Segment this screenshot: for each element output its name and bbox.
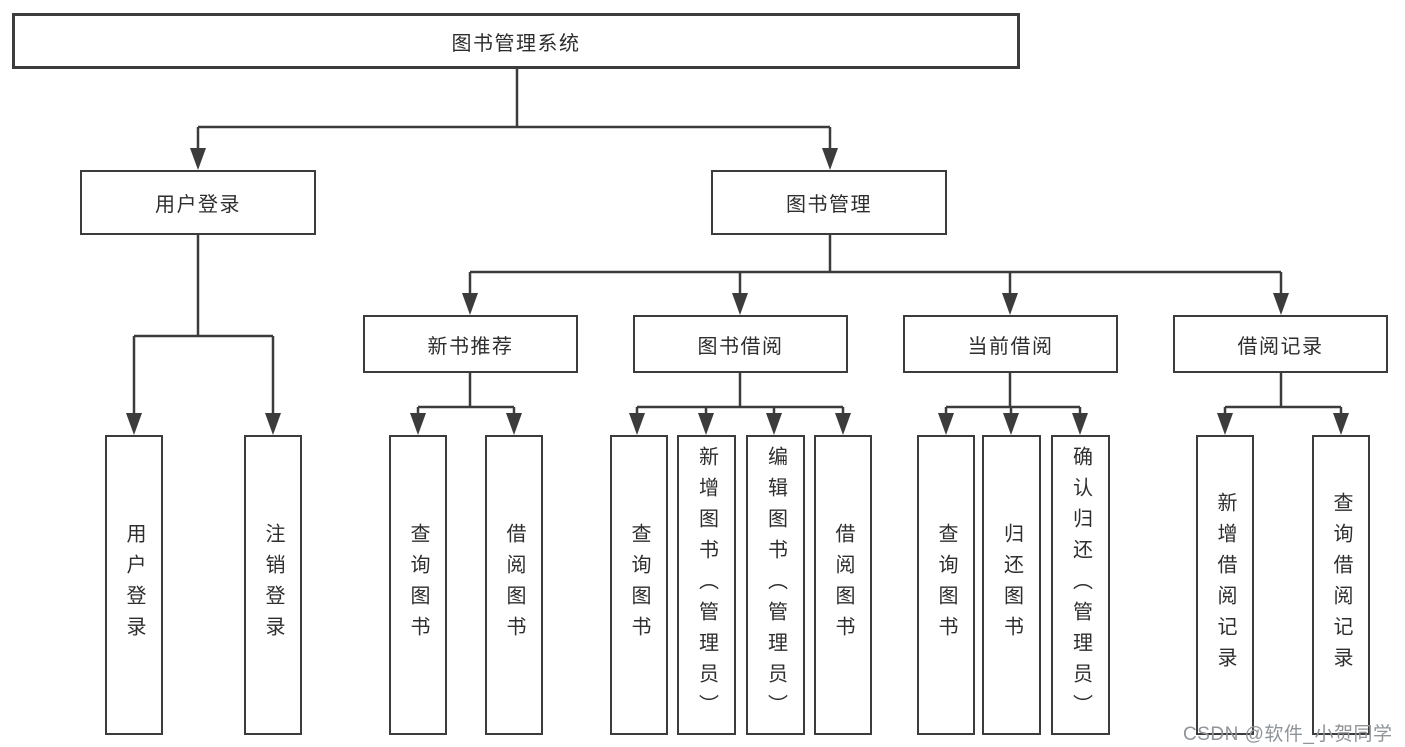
- node-label: 图书管理: [786, 194, 872, 216]
- node-borrow-records: 借阅记录: [1173, 315, 1388, 373]
- node-label: 当前借阅: [967, 335, 1054, 358]
- node-label: 用户登录: [155, 194, 241, 216]
- leaf-add-borrow-record: 新增借阅记录: [1196, 435, 1254, 735]
- node-label: 新增借阅记录: [1214, 492, 1236, 678]
- leaf-edit-books-admin: 编辑图书（管理员）: [746, 435, 805, 735]
- tree-edges: [132, 69, 1343, 421]
- leaf-query-books-borrow: 查询图书: [610, 435, 668, 735]
- node-label: 查询图书: [935, 523, 957, 647]
- leaf-confirm-return-admin: 确认归还（管理员）: [1051, 435, 1110, 735]
- leaf-borrow-books-recommend: 借阅图书: [485, 435, 543, 735]
- node-label: 借阅记录: [1237, 335, 1324, 358]
- node-label: 图书借阅: [697, 335, 784, 358]
- leaf-query-books-recommend: 查询图书: [389, 435, 447, 735]
- leaf-add-books-admin: 新增图书（管理员）: [677, 435, 736, 735]
- arrowheads: [126, 148, 1349, 435]
- node-label: 编辑图书（管理员）: [764, 445, 787, 725]
- node-label: 借阅图书: [503, 523, 525, 647]
- node-user-login: 用户登录: [80, 170, 316, 235]
- node-new-book-recommend: 新书推荐: [363, 315, 578, 373]
- node-label: 确认归还（管理员）: [1069, 445, 1092, 725]
- leaf-query-borrow-record: 查询借阅记录: [1312, 435, 1370, 735]
- leaf-logout: 注销登录: [244, 435, 302, 735]
- node-label: 查询图书: [628, 523, 650, 647]
- csdn-watermark: CSDN @软件_小贺同学: [1183, 724, 1393, 745]
- node-book-borrow: 图书借阅: [633, 315, 848, 373]
- node-label: 新增图书（管理员）: [695, 445, 718, 725]
- node-label: 新书推荐: [427, 335, 514, 358]
- node-label: 注销登录: [262, 523, 284, 647]
- leaf-return-books: 归还图书: [982, 435, 1041, 735]
- node-label: 图书管理系统: [451, 32, 581, 55]
- leaf-user-login: 用户登录: [105, 435, 163, 735]
- node-book-management: 图书管理: [711, 170, 947, 235]
- node-label: 归还图书: [1000, 523, 1023, 647]
- node-label: 查询图书: [407, 523, 429, 647]
- node-current-borrow: 当前借阅: [903, 315, 1118, 373]
- leaf-query-books-current: 查询图书: [917, 435, 975, 735]
- node-label: 用户登录: [123, 523, 145, 647]
- node-label: 查询借阅记录: [1330, 492, 1352, 678]
- leaf-borrow-books: 借阅图书: [814, 435, 872, 735]
- node-root-system: 图书管理系统: [12, 13, 1020, 69]
- node-label: 借阅图书: [832, 523, 854, 647]
